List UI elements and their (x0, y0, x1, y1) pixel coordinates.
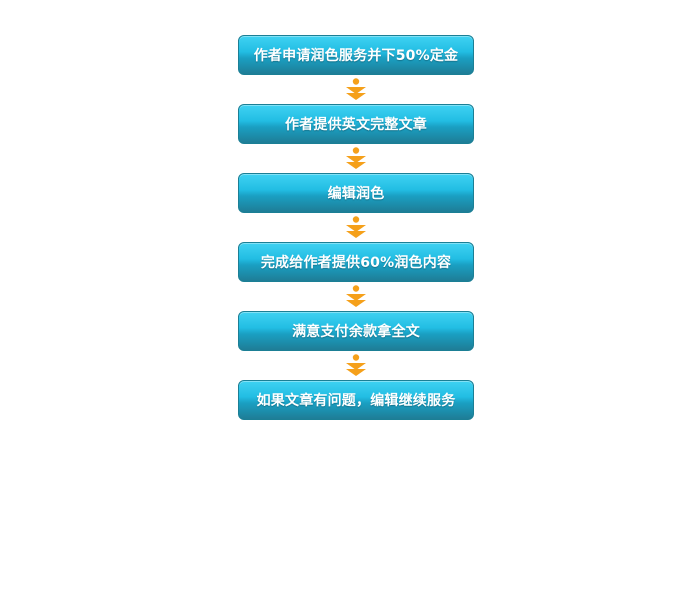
step-label: 作者提供英文完整文章 (285, 117, 427, 133)
flow-connector (238, 144, 474, 173)
step-label: 完成给作者提供60%润色内容 (260, 255, 452, 271)
down-arrow-icon (346, 215, 366, 238)
step-label: 如果文章有问题，编辑继续服务 (256, 393, 456, 409)
down-arrow-icon (346, 284, 366, 307)
step-1-apply-deposit: 作者申请润色服务并下50%定金 (238, 35, 474, 75)
step-6-continued-service: 如果文章有问题，编辑继续服务 (238, 380, 474, 420)
down-arrow-icon (346, 353, 366, 376)
step-3-editing: 编辑润色 (238, 173, 474, 213)
step-5-pay-balance: 满意支付余款拿全文 (238, 311, 474, 351)
flow-connector (238, 75, 474, 104)
step-2-provide-article: 作者提供英文完整文章 (238, 104, 474, 144)
step-label: 满意支付余款拿全文 (292, 324, 420, 340)
step-4-partial-delivery: 完成给作者提供60%润色内容 (238, 242, 474, 282)
process-flowchart: 作者申请润色服务并下50%定金 作者提供英文完整文章 编辑润色 完成给作者提供6… (238, 35, 474, 420)
step-label: 作者申请润色服务并下50%定金 (253, 48, 459, 64)
down-arrow-icon (346, 146, 366, 169)
flow-connector (238, 213, 474, 242)
flow-connector (238, 282, 474, 311)
step-label: 编辑润色 (327, 186, 385, 202)
flow-connector (238, 351, 474, 380)
down-arrow-icon (346, 77, 366, 100)
